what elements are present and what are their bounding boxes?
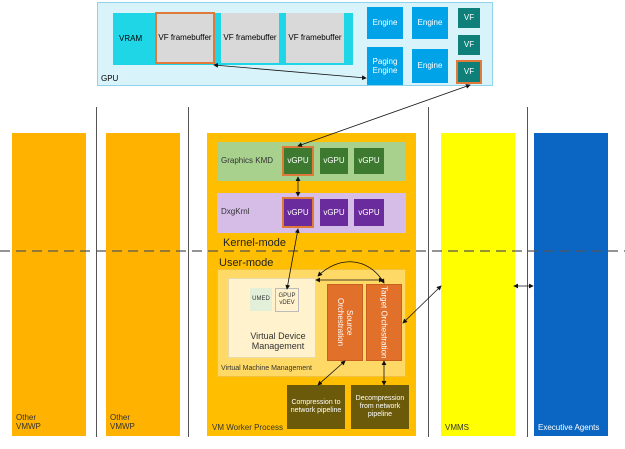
dxg-vgpu-3[interactable]: vGPU [354, 199, 384, 226]
separator-2 [188, 107, 189, 437]
other-vmwp-label-2: Other VMWP [110, 413, 135, 431]
dxg-vgpu-2[interactable]: vGPU [320, 199, 348, 226]
decompression-pipeline[interactable]: Decompression from network pipeline [351, 385, 409, 429]
target-orchestration[interactable]: Target Orchestration [366, 284, 402, 361]
graphics-kmd-label: Graphics KMD [221, 156, 274, 165]
separator-1 [96, 107, 97, 437]
virtual-device-management-label: Virtual Device Management [250, 331, 306, 351]
separator-4 [527, 107, 528, 437]
vmms-label: VMMS [445, 423, 469, 432]
other-vmwp-label-1: Other VMWP [16, 413, 41, 431]
vmms-column[interactable] [441, 133, 515, 436]
other-vmwp-column-2[interactable] [106, 133, 180, 436]
kernel-mode-label: Kernel-mode [223, 237, 286, 249]
vf-framebuffer-1[interactable]: VF framebuffer [155, 12, 215, 64]
engine-1[interactable]: Engine [367, 7, 403, 39]
vram-label: VRAM [119, 34, 143, 43]
vf-1[interactable]: VF [458, 8, 480, 28]
user-mode-label: User-mode [219, 257, 274, 269]
gpu-label: GPU [101, 74, 119, 83]
separator-3 [428, 107, 429, 437]
vf-framebuffer-2[interactable]: VF framebuffer [221, 13, 279, 63]
paging-engine[interactable]: Paging Engine [367, 47, 403, 85]
vf-3[interactable]: VF [456, 60, 482, 84]
kmd-vgpu-3[interactable]: vGPU [354, 148, 384, 174]
vf-2[interactable]: VF [458, 35, 480, 55]
dxgkrnl-label: DxgKrnl [221, 207, 250, 216]
executive-agents-label: Executive Agents [538, 423, 600, 432]
other-vmwp-column-1[interactable] [12, 133, 86, 436]
vm-worker-process-label: VM Worker Process [212, 423, 283, 432]
umed-block[interactable]: UMED [250, 288, 272, 311]
compression-pipeline[interactable]: Compression to network pipeline [287, 385, 345, 429]
source-orchestration[interactable]: Source Orchestration [327, 284, 363, 361]
engine-2[interactable]: Engine [412, 7, 448, 39]
gpup-vdev-block[interactable]: GPUP vDEV [275, 288, 299, 312]
kmd-vgpu-2[interactable]: vGPU [320, 148, 348, 174]
engine-3[interactable]: Engine [412, 49, 448, 83]
kmd-vgpu-1[interactable]: vGPU [282, 146, 314, 176]
dxg-vgpu-1[interactable]: vGPU [282, 197, 314, 228]
virtual-device-management[interactable] [228, 278, 316, 358]
vm-management-label: Virtual Machine Management [221, 365, 312, 372]
executive-agents-column[interactable] [534, 133, 608, 436]
vf-framebuffer-3[interactable]: VF framebuffer [286, 13, 344, 63]
